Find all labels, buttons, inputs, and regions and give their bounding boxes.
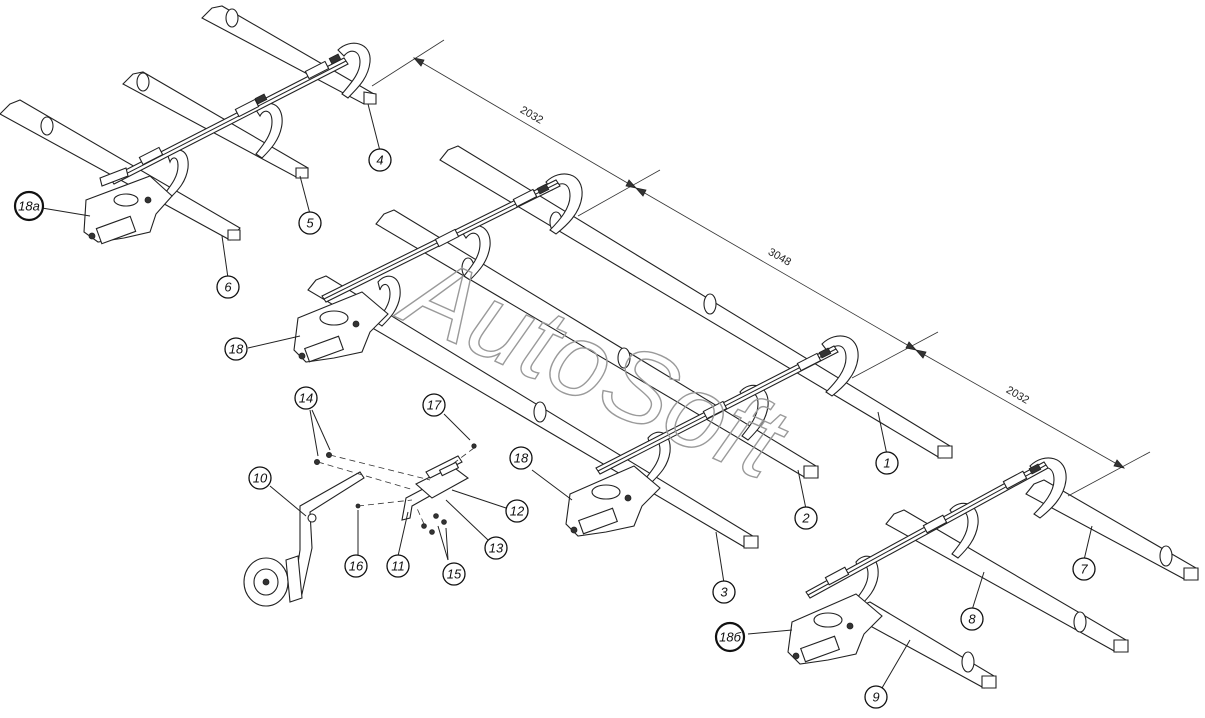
callout-14: 14 <box>294 386 318 410</box>
callout-12: 12 <box>505 499 529 523</box>
callout-18b: 18б <box>714 621 746 653</box>
callout-label: 7 <box>1080 562 1088 577</box>
callout-10: 10 <box>248 466 272 490</box>
callout-6: 6 <box>216 275 240 299</box>
callout-7: 7 <box>1072 557 1096 581</box>
callout-label: 13 <box>489 541 504 556</box>
callout-label: 6 <box>224 280 232 295</box>
callout-label: 17 <box>427 398 442 413</box>
bolt-14 <box>313 458 320 465</box>
frame-center <box>293 145 953 549</box>
bracket <box>337 42 371 99</box>
callout-5: 5 <box>298 211 322 235</box>
callout-label: 14 <box>299 391 313 406</box>
callout-label: 18 <box>514 451 529 466</box>
callout-label: 5 <box>306 216 314 231</box>
dimension-2032-bottom: 2032 <box>1004 384 1031 407</box>
frame-left <box>0 5 377 245</box>
callout-8: 8 <box>960 607 984 631</box>
callout-label: 1 <box>883 456 890 471</box>
callout-label: 15 <box>447 567 462 582</box>
dimension-2032-top: 2032 <box>518 104 545 127</box>
callout-18a: 18a <box>13 190 45 222</box>
callout-label: 4 <box>376 153 383 168</box>
frame-right <box>787 457 1199 689</box>
callout-18-lower: 18 <box>509 446 533 470</box>
callout-9: 9 <box>864 685 888 709</box>
callout-label: 2 <box>801 511 810 526</box>
callout-label: 18 <box>229 342 244 357</box>
callout-label: 16 <box>349 559 364 574</box>
callout-1: 1 <box>875 451 899 475</box>
callout-3: 3 <box>712 580 736 604</box>
callout-label: 11 <box>391 559 405 574</box>
callout-label: 3 <box>720 585 728 600</box>
callout-13: 13 <box>484 536 508 560</box>
callout-2: 2 <box>794 506 818 530</box>
callout-16: 16 <box>344 554 368 578</box>
callout-label: 18a <box>18 199 40 214</box>
callout-11: 11 <box>386 554 410 578</box>
callout-label: 18б <box>719 630 741 645</box>
callout-label: 10 <box>253 471 268 486</box>
nut-15 <box>421 523 427 529</box>
callout-15: 15 <box>442 562 466 586</box>
callout-label: 8 <box>968 612 976 627</box>
leader-lines <box>41 103 1093 689</box>
callout-17: 17 <box>422 393 446 417</box>
bolt-17 <box>471 443 477 449</box>
callout-4: 4 <box>368 148 392 172</box>
callout-label: 9 <box>872 690 879 705</box>
callout-18-center: 18 <box>224 337 248 361</box>
wheel-assembly <box>243 443 477 607</box>
callout-label: 12 <box>510 504 525 519</box>
